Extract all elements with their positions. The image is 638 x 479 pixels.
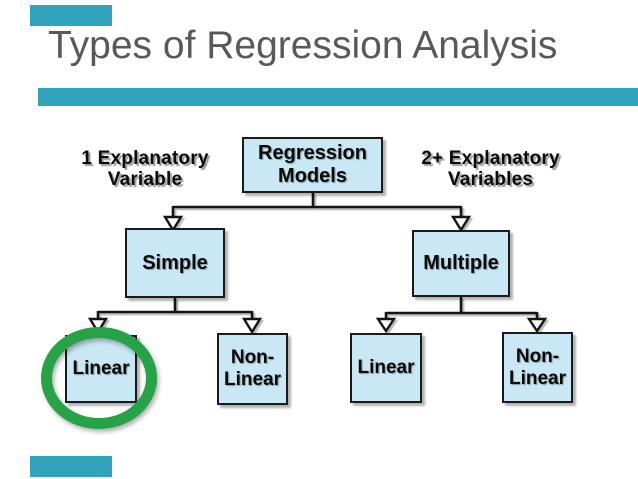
node-label: Non- — [230, 347, 275, 369]
node-simple-nonlinear: Non- Linear — [217, 333, 288, 405]
node-multiple-nonlinear: Non- Linear — [502, 332, 573, 403]
arrow-down-icon — [450, 215, 472, 233]
annotation-one-explanatory-variable: 1 Explanatory Variable — [55, 148, 235, 190]
teal-corner-tab-bottom — [30, 456, 112, 477]
node-label: Linear — [72, 358, 130, 380]
annotation-two-plus-explanatory-variables: 2+ Explanatory Variables — [398, 148, 583, 190]
node-multiple-linear: Linear — [350, 333, 422, 403]
node-label: Regression — [258, 142, 367, 164]
title-underline-bar — [38, 88, 638, 106]
node-simple: Simple — [125, 228, 225, 298]
node-simple-linear: Linear — [65, 335, 137, 403]
node-label: Non- — [515, 345, 560, 367]
node-label: Multiple — [423, 252, 499, 274]
annotation-line: Variable — [107, 169, 183, 190]
arrow-down-icon — [241, 317, 263, 335]
node-label: Linear — [223, 369, 282, 390]
teal-corner-tab-top — [30, 5, 112, 26]
arrow-down-icon — [87, 317, 109, 335]
node-label: Linear — [508, 367, 567, 389]
annotation-line: 2+ Explanatory — [421, 148, 560, 169]
node-multiple: Multiple — [412, 230, 510, 297]
node-label: Simple — [142, 251, 208, 274]
page-title: Types of Regression Analysis — [48, 24, 558, 67]
node-label: Linear — [357, 357, 415, 379]
node-regression-models: Regression Models — [242, 137, 383, 193]
annotation-line: Variables — [447, 169, 534, 190]
arrow-down-icon — [375, 317, 397, 334]
arrow-down-icon — [526, 317, 548, 334]
annotation-line: 1 Explanatory — [81, 148, 209, 169]
node-label: Models — [278, 165, 347, 187]
